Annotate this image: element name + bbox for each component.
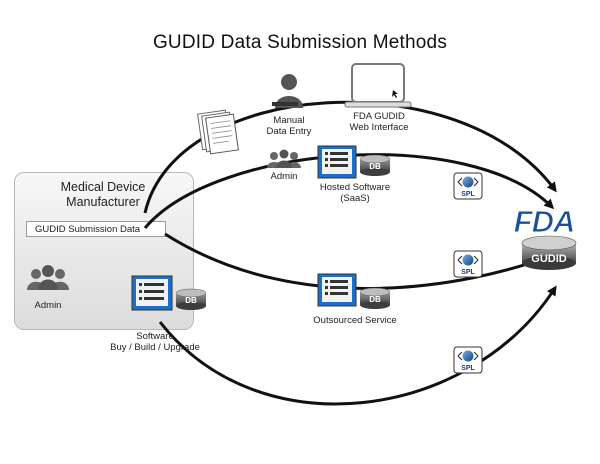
admin-people-icon-manufacturer xyxy=(27,265,69,290)
manufacturer-admin-label: Admin xyxy=(34,300,62,311)
outsourced-service-label: Outsourced Service xyxy=(313,315,397,326)
spl-badge-outsourced xyxy=(453,250,483,278)
hosted-software-screen-icon xyxy=(317,145,357,179)
spl-label-outsourced: SPL xyxy=(461,269,475,276)
documents-icon xyxy=(197,109,239,155)
manual-entry-arrow xyxy=(143,100,557,214)
software-arrow xyxy=(158,285,557,406)
gudid-database-icon xyxy=(521,235,577,270)
person-icon xyxy=(272,74,303,108)
spl-label-software: SPL xyxy=(461,365,475,372)
fda-logo: FDA xyxy=(514,204,575,239)
db-label-hosted: DB xyxy=(369,162,381,171)
laptop-icon xyxy=(344,63,412,108)
manufacturer-title-line2: Manufacturer xyxy=(66,195,140,209)
software-label: Software Buy / Build / Upgrade xyxy=(110,331,200,353)
manual-entry-label: Manual Data Entry xyxy=(266,115,312,137)
spl-badge-software xyxy=(453,346,483,374)
db-label-outsourced: DB xyxy=(369,295,381,304)
gudid-label: GUDID xyxy=(531,253,567,265)
submission-data-box: GUDID Submission Data xyxy=(26,221,166,237)
hosted-software-label: Hosted Software (SaaS) xyxy=(319,182,391,204)
db-label-software: DB xyxy=(185,296,197,305)
manufacturer-title-line1: Medical Device xyxy=(60,180,146,194)
db-cylinder-outsourced xyxy=(359,287,391,309)
admin-people-icon-hosted xyxy=(267,149,301,168)
manufacturer-title: Medical Device Manufacturer xyxy=(14,180,192,210)
spl-label-hosted: SPL xyxy=(461,191,475,198)
db-cylinder-software xyxy=(175,288,207,310)
db-cylinder-hosted xyxy=(359,154,391,176)
spl-badge-hosted xyxy=(453,172,483,200)
web-interface-label: FDA GUDID Web Interface xyxy=(349,111,409,133)
software-screen-icon xyxy=(131,275,173,311)
diagram-title: GUDID Data Submission Methods xyxy=(152,32,448,53)
hosted-admin-label: Admin xyxy=(270,171,298,182)
outsourced-screen-icon xyxy=(317,273,357,307)
